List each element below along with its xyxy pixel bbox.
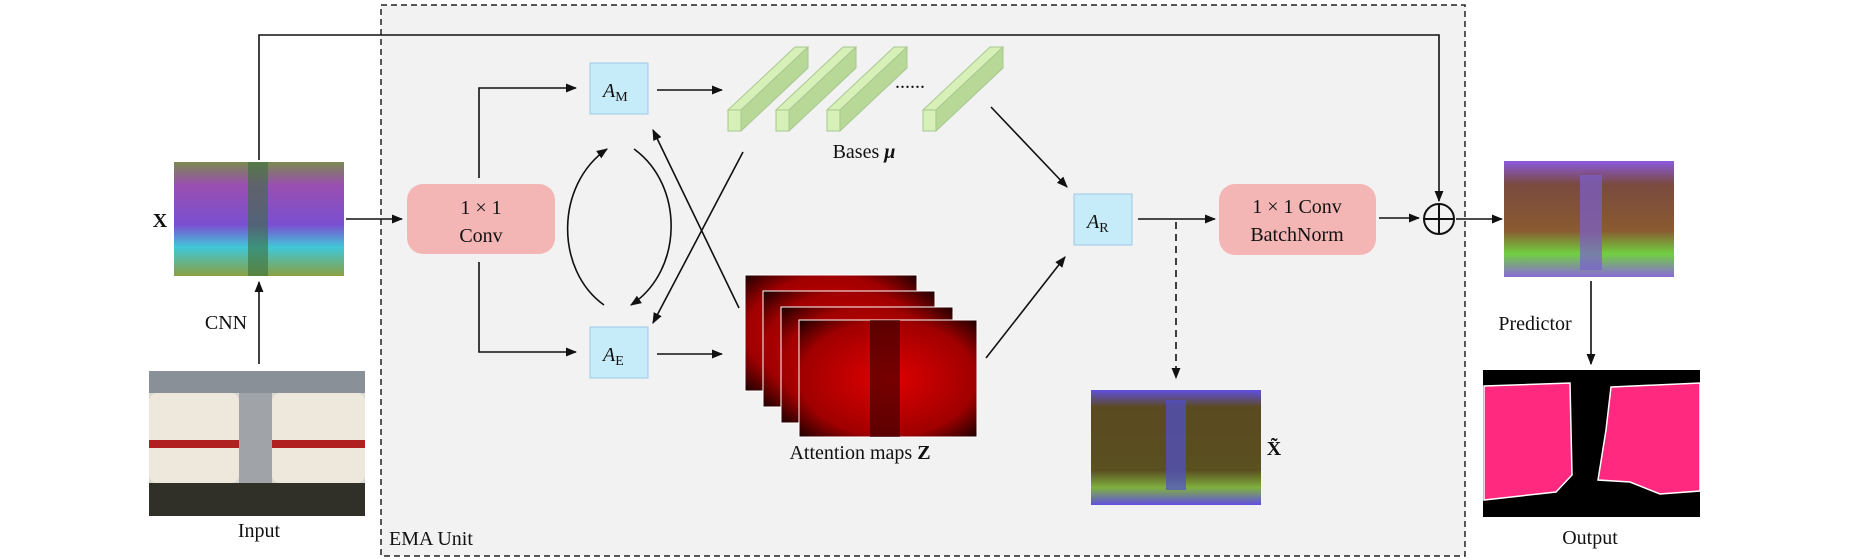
arrow-bases-to-ae: [652, 151, 744, 324]
a-r-label: AR: [1085, 211, 1109, 236]
arrow-conv-to-ae: [478, 262, 578, 357]
a-r-box: [1073, 193, 1133, 246]
basis-bar: [726, 45, 810, 133]
predictor-label: Predictor: [1498, 313, 1572, 335]
ema-unit-label: EMA Unit: [389, 528, 473, 550]
conv-batchnorm-box: [1219, 184, 1376, 255]
basis-bar: [774, 45, 858, 133]
a-e-label: AE: [601, 344, 624, 369]
conv-batchnorm-label-2: BatchNorm: [1250, 224, 1344, 246]
residual-connection: [258, 34, 1444, 203]
arrow-bases-to-ar: [990, 106, 1068, 188]
feature-map-x-tilde-center: [1166, 400, 1186, 490]
conv-label-2: Conv: [459, 225, 502, 247]
a-m-box: [589, 62, 649, 115]
conv-box: [407, 184, 555, 254]
conv-label-1: 1 × 1: [460, 197, 501, 219]
feature-map-x-center: [248, 162, 268, 276]
attention-maps: [744, 274, 978, 438]
iteration-arc-up: [566, 148, 608, 306]
x-tilde-label: X̃: [1267, 437, 1282, 460]
ema-unit-box: [380, 4, 1466, 557]
arrow-conv-to-am: [478, 83, 578, 178]
arrow-attention-to-ar: [985, 256, 1066, 359]
output-feature-map-center: [1580, 175, 1602, 270]
output-segmentation: [1483, 370, 1701, 517]
basis-bar: [921, 45, 1005, 133]
input-label: Input: [238, 520, 281, 542]
bases-label: Bases μ: [833, 141, 896, 163]
cnn-label: CNN: [205, 312, 247, 334]
input-image: [149, 371, 365, 516]
bases-ellipsis: ......: [895, 71, 925, 93]
sum-icon: [1423, 203, 1455, 235]
basis-bar: [825, 45, 909, 133]
x-label: X: [153, 210, 168, 232]
bases-bars: [726, 45, 1005, 133]
iteration-arc-down: [630, 148, 672, 306]
arrow-attention-to-am: [652, 128, 740, 309]
attention-label: Attention maps Z: [789, 442, 930, 464]
a-m-label: AM: [601, 80, 628, 105]
conv-batchnorm-label-1: 1 × 1 Conv: [1252, 196, 1342, 218]
output-label: Output: [1562, 527, 1618, 549]
a-e-box: [589, 326, 649, 379]
